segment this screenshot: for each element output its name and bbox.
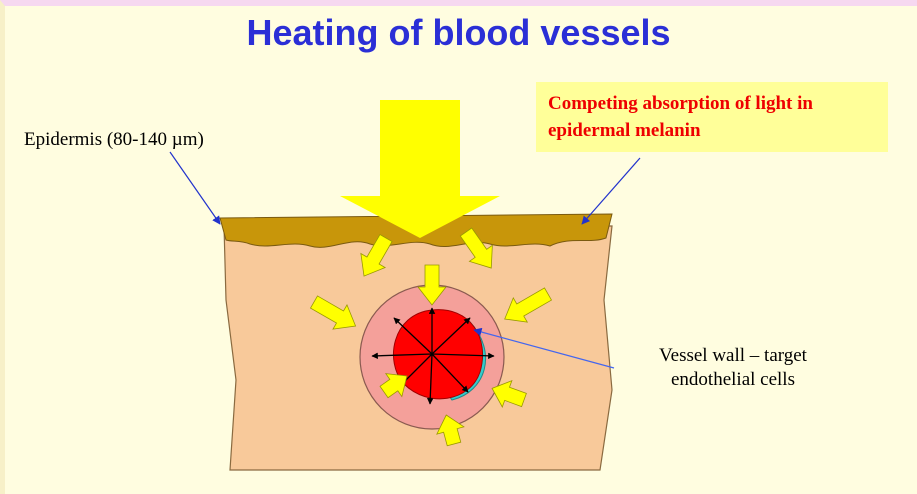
epidermis-pointer-line: [170, 152, 220, 224]
